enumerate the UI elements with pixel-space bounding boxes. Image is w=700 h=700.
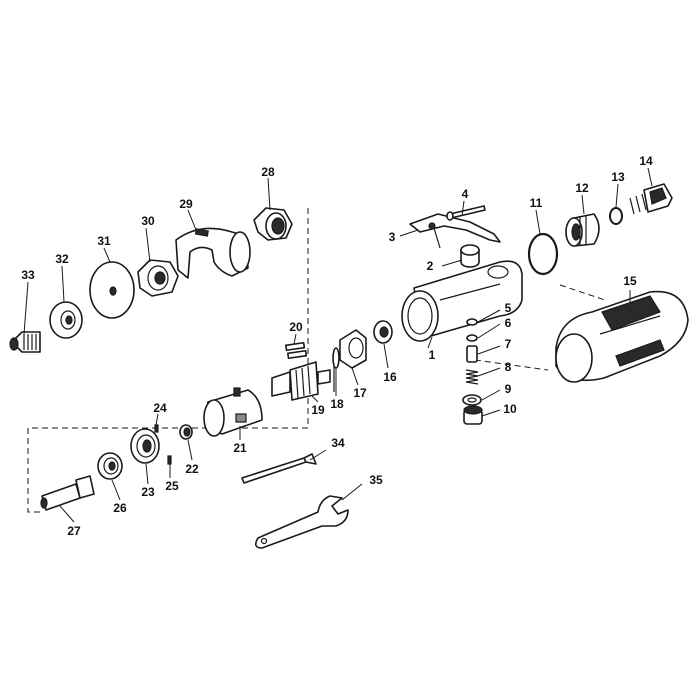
callout-27: 27 — [67, 524, 81, 538]
part-1-motor-housing — [401, 260, 523, 342]
callout-labels: 1 2 3 4 5 6 7 8 9 10 11 12 13 14 15 16 1… — [21, 154, 653, 538]
part-24-pin — [154, 424, 159, 433]
callout-2: 2 — [427, 259, 434, 273]
part-5-o-ring — [466, 318, 478, 326]
guide-line-housing-to-handle — [559, 284, 606, 301]
part-3-throttle-lever — [409, 213, 501, 249]
callout-24: 24 — [153, 401, 167, 415]
part-16-washer — [373, 320, 393, 344]
callout-9: 9 — [505, 382, 512, 396]
callout-31: 31 — [97, 234, 111, 248]
callout-33: 33 — [21, 268, 35, 282]
callout-21: 21 — [233, 441, 247, 455]
guide-line-valve-to-handle — [474, 359, 549, 371]
part-6-o-ring — [466, 334, 478, 342]
part-35-spanner-wrench — [254, 495, 349, 549]
part-29-wheel-guard — [175, 227, 251, 279]
callout-22: 22 — [185, 462, 199, 476]
callout-17: 17 — [353, 386, 367, 400]
callout-35: 35 — [369, 473, 383, 487]
part-26-front-bearing — [97, 452, 123, 480]
part-30-flange-nut — [137, 259, 179, 297]
part-27-spindle — [40, 475, 95, 511]
callout-32: 32 — [55, 252, 69, 266]
assembly-guide-lines — [27, 208, 606, 513]
part-23-front-plate — [130, 428, 160, 464]
callout-1: 1 — [429, 348, 436, 362]
callout-10: 10 — [503, 402, 517, 416]
callout-15: 15 — [623, 274, 637, 288]
callout-34: 34 — [331, 436, 345, 450]
part-4-lever-pin — [446, 205, 486, 221]
part-32-washer — [49, 301, 83, 339]
part-9-washer — [462, 394, 482, 406]
guide-line-collet-assembly — [27, 208, 309, 513]
part-8-spring — [465, 369, 479, 385]
callout-19: 19 — [311, 403, 325, 417]
callout-11: 11 — [530, 196, 543, 210]
part-22-snap-ring — [179, 424, 193, 440]
part-12-exhaust-nut — [565, 213, 600, 247]
callout-28: 28 — [261, 165, 275, 179]
callout-3: 3 — [389, 230, 396, 244]
part-10-valve-cap — [463, 405, 483, 425]
callout-13: 13 — [611, 170, 625, 184]
part-14-air-inlet — [629, 183, 673, 215]
callout-14: 14 — [639, 154, 653, 168]
callout-8: 8 — [505, 360, 512, 374]
part-33-bolt — [9, 331, 41, 353]
part-34-hex-key — [241, 453, 317, 484]
callout-12: 12 — [575, 181, 589, 195]
callout-6: 6 — [505, 316, 512, 330]
leader-lines — [23, 167, 653, 523]
part-15-handle-grip — [555, 290, 689, 383]
part-21-cylinder — [203, 387, 263, 437]
callout-16: 16 — [383, 370, 397, 384]
part-7-valve-stem — [466, 345, 478, 363]
part-2-valve-bushing — [460, 244, 480, 268]
callout-26: 26 — [113, 501, 127, 515]
callout-18: 18 — [330, 397, 344, 411]
callout-7: 7 — [505, 337, 512, 351]
part-11-o-ring — [527, 232, 559, 276]
part-28-nut — [253, 207, 293, 241]
part-31-grinding-wheel — [89, 261, 135, 319]
callout-20: 20 — [289, 320, 303, 334]
callout-29: 29 — [179, 197, 193, 211]
callout-4: 4 — [462, 187, 469, 201]
callout-25: 25 — [165, 479, 179, 493]
part-13-o-ring — [609, 207, 623, 225]
part-19-rotor — [271, 361, 331, 401]
part-17-rear-bearing — [339, 329, 367, 369]
part-20-rotor-vanes — [285, 341, 308, 360]
callout-30: 30 — [141, 214, 155, 228]
part-25-pin — [167, 455, 172, 465]
callout-23: 23 — [141, 485, 155, 499]
callout-5: 5 — [505, 301, 512, 315]
